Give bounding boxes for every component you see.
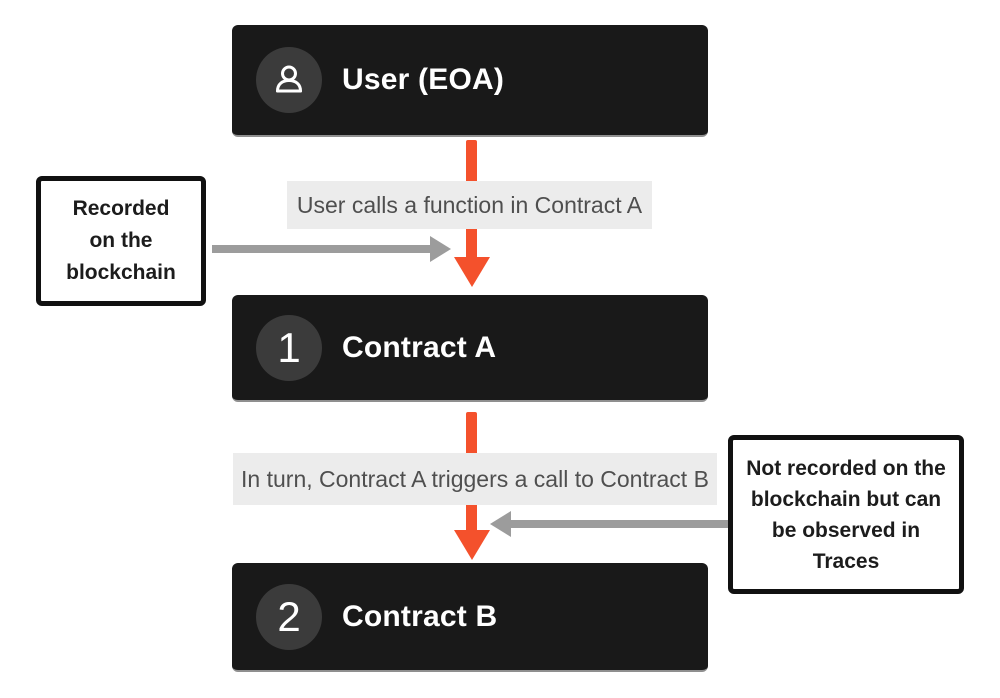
contract-b-number: 2	[277, 592, 301, 640]
edge-label-text: In turn, Contract A triggers a call to C…	[241, 465, 709, 492]
right-callout-arrow-shaft	[511, 520, 730, 528]
edge-label-contract-a-to-contract-b: In turn, Contract A triggers a call to C…	[233, 453, 717, 505]
contract-a-number: 1	[277, 323, 301, 371]
callout-left-text: Recorded on the blockchain	[66, 197, 176, 284]
node-contract-b: 2 Contract B	[232, 563, 708, 672]
callout-recorded-on-blockchain: Recorded on the blockchain	[36, 176, 206, 306]
left-callout-arrow-shaft	[212, 245, 431, 253]
edge-label-user-to-contract-a: User calls a function in Contract A	[287, 181, 652, 229]
right-callout-arrow-head-icon	[490, 511, 511, 537]
arrow-user-to-contract-a-head-icon	[454, 257, 490, 287]
callout-not-recorded-traces: Not recorded on the blockchain but can b…	[728, 435, 964, 594]
node-contract-a-title: Contract A	[342, 330, 497, 364]
person-icon	[276, 65, 302, 93]
user-avatar	[256, 47, 322, 113]
node-user: User (EOA)	[232, 25, 708, 137]
contract-a-badge: 1	[256, 314, 322, 381]
left-callout-arrow-head-icon	[430, 236, 451, 262]
arrow-contract-a-to-contract-b-head-icon	[454, 530, 490, 560]
node-contract-b-title: Contract B	[342, 599, 498, 633]
callout-right-text: Not recorded on the blockchain but can b…	[746, 456, 946, 573]
contract-b-badge: 2	[256, 583, 322, 650]
edge-label-text: User calls a function in Contract A	[296, 191, 643, 218]
node-user-title: User (EOA)	[342, 63, 505, 96]
node-contract-a: 1 Contract A	[232, 295, 708, 402]
